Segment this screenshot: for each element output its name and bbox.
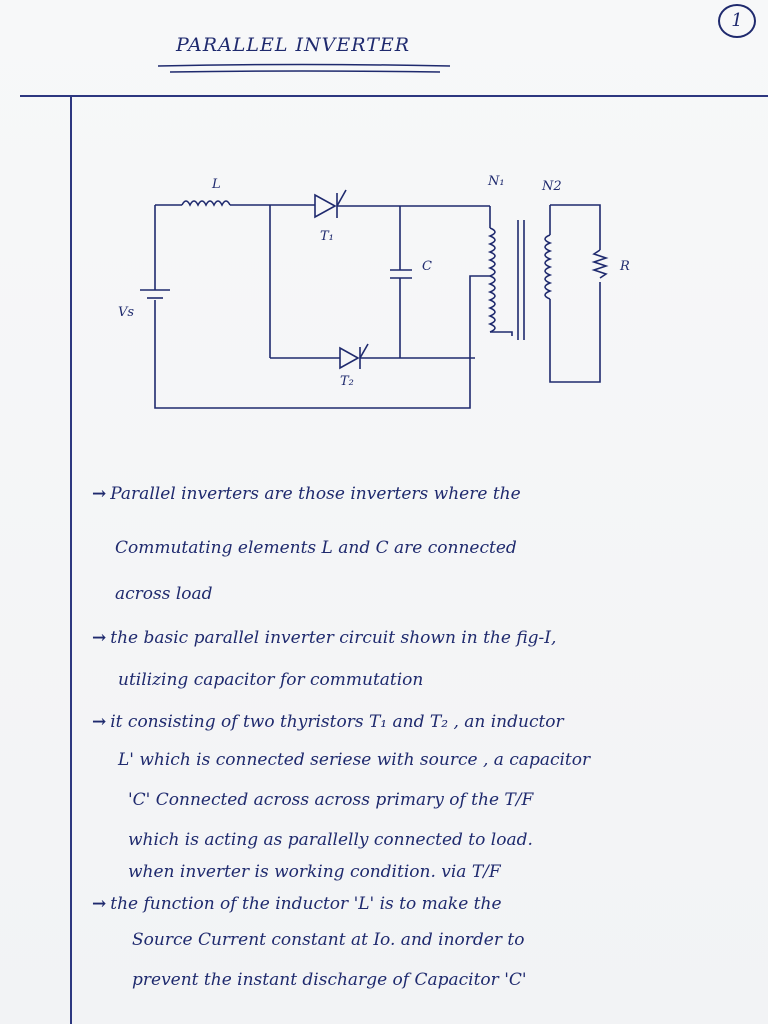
arrow-icon: →: [92, 628, 107, 648]
page-title: PARALLEL INVERTER: [176, 34, 411, 56]
arrow-icon: →: [92, 894, 107, 914]
note-line: 'C' Connected across across primary of t…: [128, 790, 534, 810]
inductor-label: L: [211, 177, 221, 192]
note-line: utilizing capacitor for commutation: [118, 670, 424, 690]
arrow-icon: →: [92, 484, 107, 504]
note-line: the basic parallel inverter circuit show…: [110, 628, 557, 648]
note-line: it consisting of two thyristors T₁ and T…: [110, 712, 564, 732]
note-line: which is acting as parallelly connected …: [128, 830, 533, 850]
note-line: Parallel inverters are those inverters w…: [110, 484, 521, 504]
capacitor-label: C: [422, 259, 432, 274]
parallel-inverter-circuit-diagram: L T₁ T₂ C N₁ N2 R Vs: [118, 174, 630, 409]
note-line: Commutating elements L and C are connect…: [115, 538, 517, 558]
note-line: the function of the inductor 'L' is to m…: [110, 894, 502, 914]
arrow-icon: →: [92, 712, 107, 732]
secondary-winding-label: N2: [541, 179, 562, 194]
note-line: when inverter is working condition. via …: [128, 862, 501, 882]
note-line: L' which is connected seriese with sourc…: [118, 750, 591, 770]
note-line: prevent the instant discharge of Capacit…: [132, 970, 527, 990]
thyristor-t2-label: T₂: [340, 374, 354, 389]
page-number: 1: [718, 4, 756, 38]
header-rule: [20, 95, 768, 97]
resistor-label: R: [619, 259, 630, 274]
thyristor-t1-label: T₁: [320, 229, 334, 244]
margin-line: [70, 95, 72, 1024]
note-line: across load: [115, 584, 213, 604]
source-label: Vs: [118, 305, 134, 320]
note-line: Source Current constant at Io. and inord…: [132, 930, 525, 950]
title-underline: [157, 63, 451, 73]
primary-winding-label: N₁: [487, 174, 505, 189]
